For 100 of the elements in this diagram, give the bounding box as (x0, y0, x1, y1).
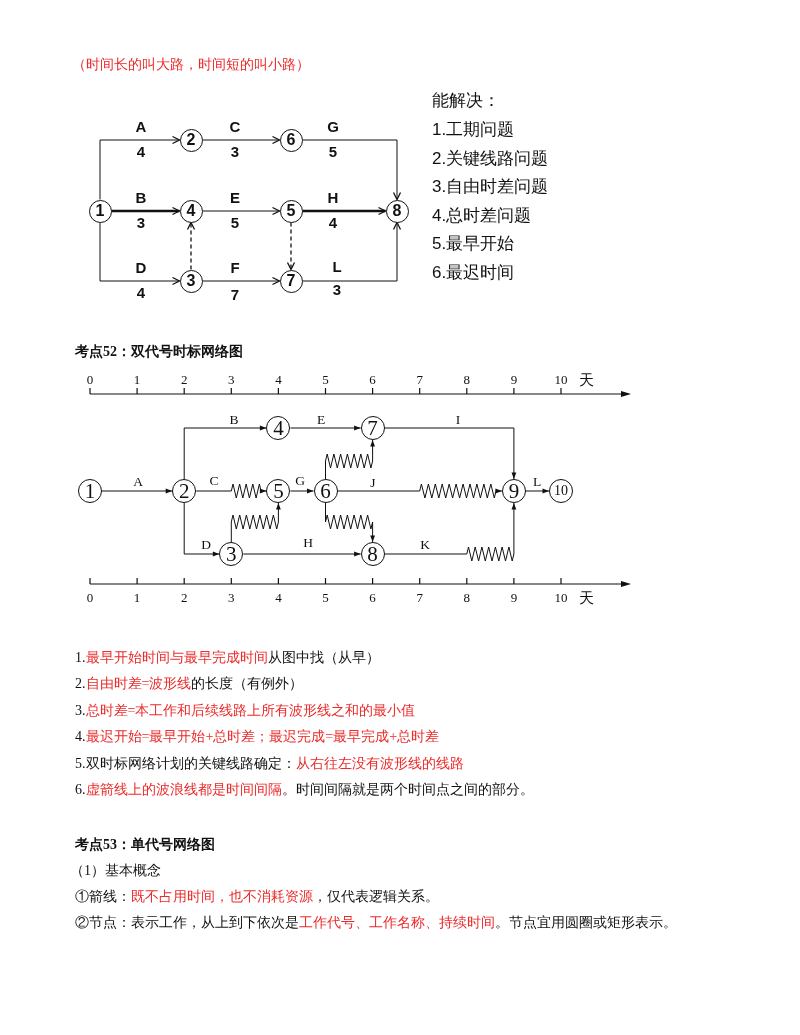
arrow (302, 139, 402, 201)
list-item: 4.总时差问题 (432, 205, 532, 226)
activity-label: H (327, 189, 339, 207)
wavy-arrow (230, 502, 281, 543)
tick-label: 10 (554, 590, 568, 606)
activity-label: I (455, 411, 461, 429)
note-text: ②节点：表示工作，从上到下依次是工作代号、工作名称、持续时间。节点宜用圆圈或矩形表示。 (75, 914, 677, 932)
tick-label: 0 (86, 372, 94, 388)
arrow (202, 276, 281, 286)
activity-label: F (230, 259, 240, 277)
duration-label: 5 (328, 143, 338, 161)
event-node: 8 (385, 199, 409, 223)
wavy-arrow (337, 483, 503, 499)
tick-label: 1 (133, 372, 141, 388)
event-node: 7 (360, 416, 385, 440)
event-node: 7 (279, 269, 303, 293)
tick-label: 2 (180, 590, 188, 606)
wavy-arrow (325, 439, 375, 480)
list-item: 1.工期问题 (432, 119, 515, 141)
tick-label: 3 (228, 372, 235, 388)
event-node: 9 (501, 479, 526, 503)
section-heading: 考点52：双代号时标网络图 (75, 343, 243, 361)
tick-label: 2 (180, 372, 188, 388)
duration-label: 3 (332, 281, 342, 299)
note-text: （时间长的叫大路，时间短的叫小路） (72, 56, 310, 74)
list-item: 2.关键线路问题 (432, 148, 549, 169)
list-item: 5.最早开始 (432, 233, 515, 255)
tick-label: 5 (322, 590, 329, 606)
activity-label: E (316, 411, 326, 429)
arrow (302, 221, 402, 282)
activity-label: G (327, 118, 339, 136)
arrow (99, 135, 181, 200)
event-node: 5 (266, 479, 291, 503)
arrow (242, 551, 362, 557)
wavy-arrow (384, 502, 517, 562)
activity-label: A (135, 118, 147, 136)
activity-label: E (230, 189, 240, 207)
note-text: 6.虚箭线上的波浪线都是时间间隔。时间间隔就是两个时间点之间的部分。 (75, 781, 534, 799)
wavy-arrow (325, 502, 375, 543)
wavy-arrow (195, 483, 267, 499)
note-text: 4.最迟开始=最早开始+总时差；最迟完成=最早完成+总时差 (75, 728, 440, 746)
duration-label: 3 (230, 143, 240, 161)
event-node: 8 (360, 542, 385, 566)
arrow (302, 206, 387, 216)
event-node: 10 (549, 479, 573, 503)
arrow (289, 425, 362, 431)
event-node: 5 (279, 199, 303, 223)
event-node: 3 (219, 542, 244, 566)
activity-label: A (133, 473, 143, 491)
tick-label: 6 (369, 372, 376, 388)
list-heading: 能解决： (432, 90, 500, 112)
duration-label: 7 (230, 286, 240, 304)
activity-label: L (532, 473, 542, 491)
note-text: ①箭线：既不占用时间，也不消耗资源，仅代表逻辑关系。 (75, 888, 439, 906)
arrow (384, 427, 517, 480)
list-item: 3.自由时差问题 (432, 176, 549, 198)
note-text: 3.总时差=本工作和后续线路上所有波形线之和的最小值 (75, 702, 416, 720)
dashed-arrow (286, 221, 296, 271)
activity-label: J (370, 474, 376, 492)
activity-label: D (135, 259, 147, 277)
section-heading: 考点53：单代号网络图 (75, 836, 215, 854)
arrow (99, 222, 181, 286)
tick-label: 9 (510, 590, 518, 606)
list-item: 6.最迟时间 (432, 262, 515, 283)
unit-label: 天 (578, 371, 594, 389)
duration-label: 5 (230, 214, 240, 232)
tick-label: 4 (275, 590, 282, 606)
event-node: 4 (266, 416, 291, 440)
duration-label: 3 (136, 214, 146, 232)
arrow (183, 425, 267, 480)
note-text: 2.自由时差=波形线的长度（有例外） (75, 676, 304, 693)
tick-label: 0 (86, 590, 94, 606)
event-node: 6 (279, 128, 303, 152)
event-node: 3 (179, 269, 203, 293)
arrow (183, 502, 220, 557)
duration-label: 4 (136, 284, 146, 302)
unit-label: 天 (578, 589, 594, 607)
activity-label: B (229, 411, 239, 429)
arrow (525, 488, 550, 494)
duration-label: 4 (136, 143, 146, 161)
arrow (202, 135, 281, 145)
tick-label: 1 (133, 590, 141, 606)
arrow (101, 488, 173, 494)
activity-label: C (229, 118, 241, 136)
activity-label: L (332, 258, 342, 276)
tick-label: 8 (463, 372, 471, 388)
arrow (289, 488, 314, 494)
tick-label: 5 (322, 372, 329, 388)
duration-label: 4 (328, 214, 338, 232)
tick-label: 4 (275, 372, 282, 388)
note-text: （1）基本概念 (70, 862, 161, 880)
activity-label: C (209, 472, 219, 490)
activity-label: H (303, 534, 313, 552)
activity-label: G (295, 472, 305, 490)
dashed-arrow (186, 221, 196, 271)
tick-label: 7 (416, 590, 423, 606)
arrow (111, 206, 181, 216)
event-node: 4 (179, 199, 203, 223)
activity-label: D (201, 536, 211, 554)
event-node: 1 (78, 479, 102, 503)
